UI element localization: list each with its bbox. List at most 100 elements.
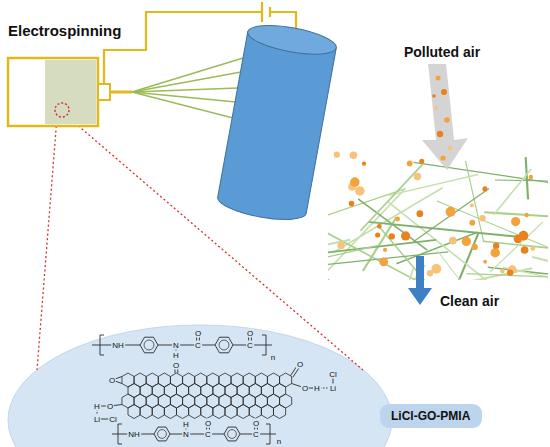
particle xyxy=(493,242,499,248)
benzene-ring xyxy=(224,427,240,441)
fiber-strand xyxy=(396,232,477,264)
atom-label: Cl xyxy=(328,370,338,379)
magnified-view xyxy=(8,325,392,447)
particle xyxy=(472,244,478,250)
fiber-strand xyxy=(328,274,377,280)
particle xyxy=(379,257,388,266)
particle xyxy=(401,231,410,240)
benzene-ring xyxy=(154,427,170,441)
label-tab: LiCl-GO-PMIA xyxy=(380,404,482,428)
zoom-line xyxy=(68,117,363,370)
particle xyxy=(490,248,499,257)
particle xyxy=(530,246,535,251)
needle xyxy=(110,91,132,94)
fiber-strand xyxy=(484,212,548,217)
atom-label: O xyxy=(194,329,202,338)
atom-label: n xyxy=(276,437,282,446)
tab-text: LiCl-GO-PMIA xyxy=(391,409,471,423)
atom-label: N xyxy=(182,430,190,439)
particle xyxy=(407,161,413,167)
particle xyxy=(479,215,485,221)
atom-label: O xyxy=(204,419,212,428)
bonds xyxy=(92,333,333,434)
carbon-ring xyxy=(261,405,273,419)
carbon-ring xyxy=(128,405,140,419)
atom-label: C xyxy=(246,341,254,350)
atom-label: O xyxy=(246,329,254,338)
title-label: Electrospinning xyxy=(8,22,121,40)
particle xyxy=(529,175,533,179)
particle xyxy=(377,224,382,229)
carbon-ring xyxy=(152,405,164,419)
particle xyxy=(514,235,522,243)
atom-label: O xyxy=(106,402,114,411)
flow-label: Clean air xyxy=(440,293,499,310)
particles xyxy=(432,76,452,161)
carbon-ring xyxy=(237,405,249,419)
fiber xyxy=(132,88,238,92)
carbon-ring xyxy=(225,405,237,419)
benzene-ring xyxy=(215,337,233,353)
particle xyxy=(521,246,529,254)
drum-top xyxy=(246,20,339,60)
atom-label: O xyxy=(172,361,180,370)
particle xyxy=(483,260,487,264)
fiber-strand xyxy=(328,190,404,280)
particle xyxy=(482,186,487,191)
fiber xyxy=(132,58,243,92)
chemical-structure xyxy=(92,333,333,444)
fiber-strand xyxy=(328,189,406,220)
zoom-line xyxy=(37,117,57,370)
carbon-ring xyxy=(189,405,201,419)
particle xyxy=(334,152,340,158)
particle xyxy=(470,203,474,207)
fiber-strand xyxy=(360,164,422,231)
polluted-air-arrow xyxy=(422,64,468,170)
particle xyxy=(440,155,445,160)
particle xyxy=(337,242,344,249)
atom-label: H xyxy=(93,402,101,411)
atom-label: Li xyxy=(93,415,101,424)
aromatic-circle xyxy=(219,340,229,350)
atom-label: NH xyxy=(111,341,125,350)
particle xyxy=(395,217,400,222)
particle xyxy=(462,237,471,246)
particle xyxy=(441,89,447,95)
particle xyxy=(432,94,436,98)
particle xyxy=(444,117,450,123)
carbon-ring xyxy=(140,405,152,419)
fiber xyxy=(132,72,241,92)
fiber xyxy=(132,92,236,102)
fiber-mesh xyxy=(328,151,548,280)
fiber-strand xyxy=(413,189,489,242)
fiber-strand xyxy=(494,169,531,215)
particle xyxy=(355,186,364,195)
particle xyxy=(524,213,528,217)
fiber-strand xyxy=(393,269,413,280)
particle xyxy=(507,269,513,275)
polymer-solution xyxy=(45,60,97,124)
aromatic-circle xyxy=(144,340,154,350)
particle xyxy=(446,207,456,217)
particle xyxy=(362,161,366,165)
atom-label: H xyxy=(172,351,180,360)
benzene-rings xyxy=(140,337,240,441)
graphene-sheet xyxy=(122,373,292,419)
particle xyxy=(389,233,395,239)
polymer-brackets xyxy=(100,335,270,444)
fiber-strand xyxy=(526,157,528,199)
benzene-ring xyxy=(140,337,158,353)
clean-air-arrow xyxy=(408,256,432,305)
atom-label: H xyxy=(313,384,321,393)
carbon-ring xyxy=(213,405,225,419)
power-supply-symbol xyxy=(261,2,263,22)
fiber-strand xyxy=(328,252,448,265)
atom-label: O xyxy=(301,384,309,393)
particle xyxy=(414,173,421,180)
fiber-strand xyxy=(466,274,548,280)
particle xyxy=(469,220,475,226)
atom-label: N xyxy=(172,341,180,350)
